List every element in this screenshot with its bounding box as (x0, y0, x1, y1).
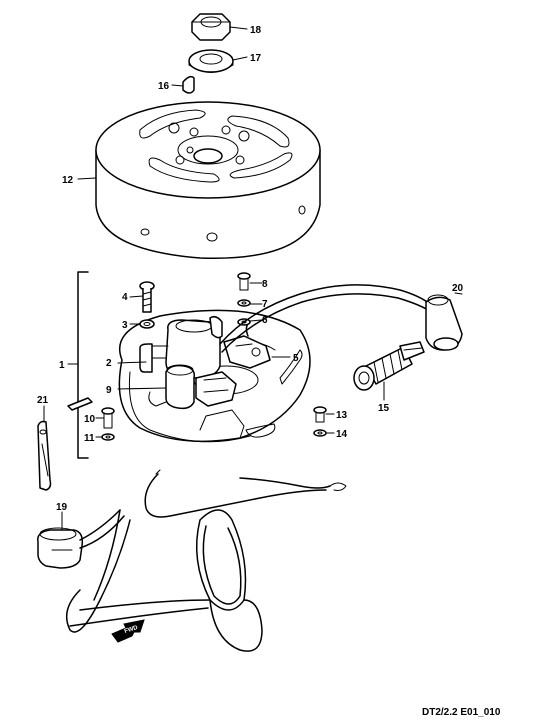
callout-18: 18 (250, 25, 262, 36)
part-13-screw (313, 406, 335, 423)
callout-11: 11 (84, 433, 95, 444)
part-19-wiring-harness (37, 469, 347, 652)
part-15-stop-switch (353, 341, 425, 401)
callout-12: 12 (62, 175, 74, 186)
part-3-washer (129, 319, 155, 329)
fwd-label: FWD (124, 625, 139, 635)
part-7-washer (237, 299, 263, 307)
leader-lines (117, 356, 291, 390)
part-10-screw (95, 407, 115, 429)
part-12-flywheel (77, 101, 321, 260)
callout-1: 1 (59, 360, 65, 371)
callout-10: 10 (84, 414, 96, 425)
part-16-key (171, 75, 195, 94)
drawing-code: DT2/2.2 E01_010 (422, 707, 501, 718)
assembly-1-bracket (67, 271, 89, 459)
callout-20: 20 (452, 283, 464, 294)
callout-21: 21 (37, 395, 49, 406)
ignition-coil (139, 315, 223, 379)
callout-15: 15 (378, 403, 390, 414)
callout-17: 17 (250, 53, 262, 64)
part-8-screw (237, 272, 263, 291)
part-18-nut (191, 13, 248, 41)
part-20-plug-cap (219, 284, 463, 353)
callout-2: 2 (106, 358, 112, 369)
part-11-washer (95, 433, 115, 441)
callout-4: 4 (122, 292, 128, 303)
callout-3: 3 (122, 320, 128, 331)
part-4-screw (129, 281, 155, 313)
callout-9: 9 (106, 385, 112, 396)
callout-7: 7 (262, 299, 268, 310)
callout-19: 19 (56, 502, 68, 513)
part-14-washer (313, 429, 335, 437)
callout-13: 13 (336, 410, 348, 421)
part-17-washer (188, 49, 248, 73)
callout-16: 16 (158, 81, 170, 92)
part-21-clip (37, 405, 52, 491)
pin (67, 397, 93, 411)
callout-6: 6 (262, 315, 268, 326)
fwd-arrow: FWD (111, 619, 145, 643)
charge-coil (165, 364, 237, 410)
callout-5: 5 (293, 353, 299, 364)
callout-8: 8 (262, 279, 268, 290)
callout-14: 14 (336, 429, 348, 440)
